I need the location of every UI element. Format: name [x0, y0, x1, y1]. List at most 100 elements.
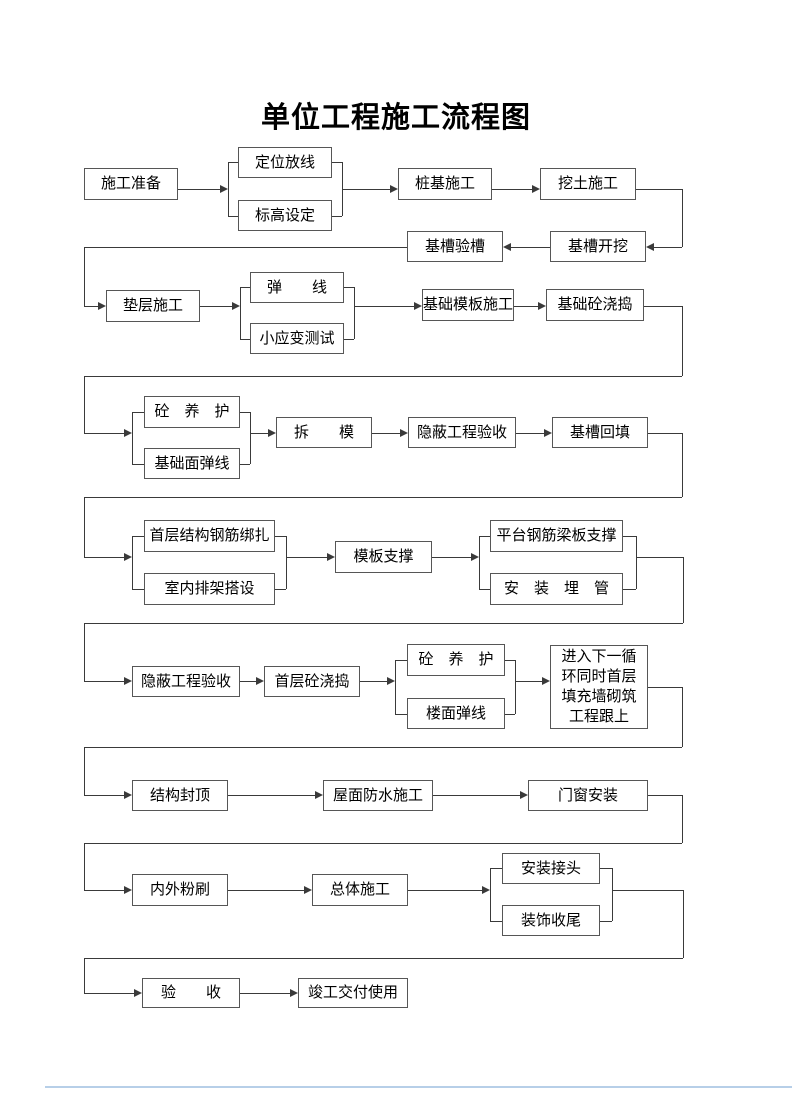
node-foundation-concrete: 基础砼浇捣 — [546, 289, 644, 321]
bracket-line — [240, 464, 250, 465]
arrow-right-icon — [544, 429, 552, 437]
connector-line — [516, 433, 544, 434]
bracket-line — [505, 714, 515, 715]
bracket-line — [479, 536, 490, 537]
arrow-right-icon — [124, 791, 132, 799]
arrow-right-icon — [98, 302, 106, 310]
node-interior-exterior-plaster: 内外粉刷 — [132, 874, 228, 906]
bracket-line — [132, 412, 144, 413]
connector-line — [250, 433, 268, 434]
connector-line — [84, 376, 85, 433]
connector-line — [84, 747, 682, 748]
connector-line — [511, 247, 550, 248]
connector-line — [84, 497, 85, 557]
connector-line — [84, 623, 85, 681]
bracket-line — [228, 162, 229, 216]
bracket-line — [344, 287, 354, 288]
arrow-right-icon — [520, 791, 528, 799]
bracket-line — [395, 660, 396, 714]
node-strain-test: 小应变测试 — [250, 323, 344, 354]
bracket-line — [132, 464, 144, 465]
bracket-line — [479, 536, 480, 589]
connector-line — [84, 747, 85, 795]
arrow-right-icon — [290, 989, 298, 997]
node-acceptance: 验 收 — [142, 978, 240, 1008]
connector-line — [648, 795, 682, 796]
connector-line — [200, 306, 232, 307]
connector-line — [84, 843, 682, 844]
connector-line — [84, 681, 124, 682]
connector-line — [84, 557, 124, 558]
connector-line — [682, 433, 683, 497]
bracket-line — [490, 921, 502, 922]
arrow-left-icon — [646, 243, 654, 251]
bracket-line — [275, 589, 286, 590]
connector-line — [286, 557, 327, 558]
node-elevation-setting: 标高设定 — [238, 200, 332, 231]
footer-rule — [45, 1086, 792, 1088]
bracket-line — [250, 412, 251, 464]
node-foundation-formwork: 基础模板施工 — [422, 289, 514, 321]
node-decoration-closeout: 装饰收尾 — [502, 905, 600, 936]
connector-line — [360, 681, 387, 682]
arrow-right-icon — [134, 989, 142, 997]
connector-line — [84, 247, 85, 306]
bracket-line — [240, 287, 250, 288]
arrow-right-icon — [124, 677, 132, 685]
arrow-right-icon — [400, 429, 408, 437]
bracket-line — [240, 287, 241, 339]
node-trench-excavation: 基槽开挖 — [550, 231, 646, 262]
connector-line — [492, 189, 532, 190]
bracket-line — [228, 216, 238, 217]
bracket-line — [275, 536, 286, 537]
bracket-line — [490, 868, 502, 869]
connector-line — [178, 189, 220, 190]
node-layout-setout: 定位放线 — [238, 147, 332, 178]
arrow-left-icon — [503, 243, 511, 251]
node-roof-waterproofing: 屋面防水施工 — [323, 780, 433, 811]
node-platform-rebar-support: 平台钢筋梁板支撑 — [490, 520, 623, 552]
node-structure-topping: 结构封顶 — [132, 780, 228, 811]
node-floor-snap-line: 楼面弹线 — [407, 698, 505, 729]
node-snap-line: 弹 线 — [250, 272, 344, 303]
connector-line — [228, 795, 315, 796]
connector-line — [84, 433, 124, 434]
connector-line — [432, 557, 471, 558]
bracket-line — [395, 660, 407, 661]
page-title: 单位工程施工流程图 — [260, 102, 531, 134]
node-earth-excavation: 挖土施工 — [540, 168, 636, 200]
bracket-line — [505, 660, 515, 661]
node-overall-construction: 总体施工 — [312, 874, 408, 906]
arrow-right-icon — [387, 677, 395, 685]
bracket-line — [132, 589, 144, 590]
bracket-line — [623, 536, 636, 537]
connector-line — [636, 189, 682, 190]
node-cushion-construction: 垫层施工 — [106, 290, 200, 322]
bracket-line — [132, 412, 133, 464]
node-concrete-curing-1: 砼 养 护 — [144, 396, 240, 428]
node-formwork-removal: 拆 模 — [276, 417, 372, 448]
node-first-floor-rebar: 首层结构钢筋绑扎 — [144, 520, 275, 552]
bracket-line — [332, 216, 342, 217]
connector-line — [408, 890, 482, 891]
connector-line — [84, 958, 683, 959]
arrow-right-icon — [220, 185, 228, 193]
node-joint-installation: 安装接头 — [502, 853, 600, 884]
bracket-line — [515, 660, 516, 714]
arrow-right-icon — [124, 429, 132, 437]
connector-line — [84, 993, 134, 994]
connector-line — [84, 795, 124, 796]
bracket-line — [636, 536, 637, 589]
node-foundation-surface-line: 基础面弹线 — [144, 448, 240, 479]
connector-line — [682, 189, 683, 247]
connector-line — [648, 687, 682, 688]
connector-line — [514, 306, 538, 307]
connector-line — [240, 993, 290, 994]
connector-line — [84, 958, 85, 993]
bracket-line — [240, 412, 250, 413]
connector-line — [644, 306, 682, 307]
bracket-line — [623, 589, 636, 590]
bracket-line — [344, 339, 354, 340]
arrow-right-icon — [124, 553, 132, 561]
bracket-line — [479, 589, 490, 590]
